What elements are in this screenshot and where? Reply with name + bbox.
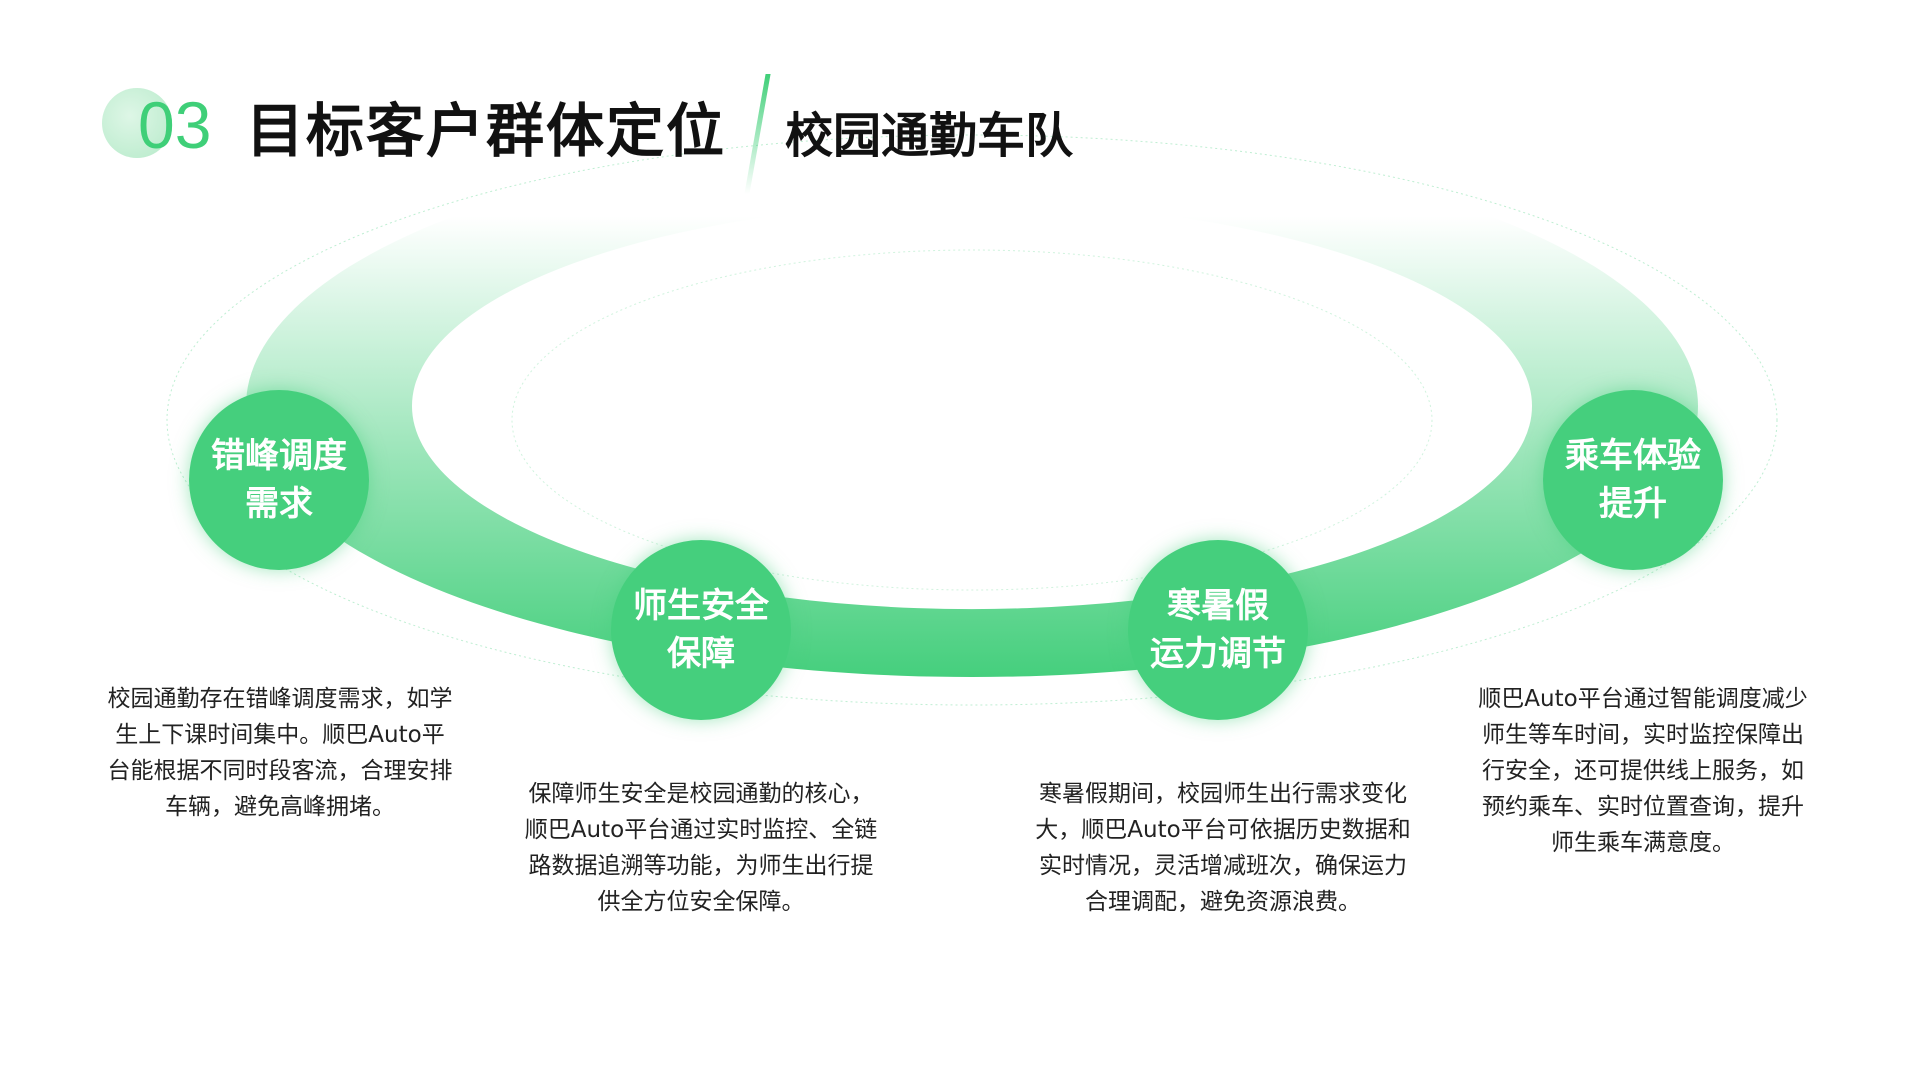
description-staggered-scheduling: 校园通勤存在错峰调度需求，如学生上下课时间集中。顺巴Auto平台能根据不同时段客… [107,686,453,820]
node-label: 需求 [245,484,313,524]
description-holiday-capacity: 寒暑假期间，校园师生出行需求变化大，顺巴Auto平台可依据历史数据和实时情况，灵… [1035,781,1411,915]
title-divider [744,74,771,194]
section-number: 03 [138,88,212,162]
ring-outline-outer [166,134,1778,706]
ring-band [246,135,1698,677]
node-label: 保障 [667,634,735,674]
page-title: 目标客户群体定位 [246,97,727,165]
ring-outline-inner [511,249,1433,591]
node-label: 乘车体验 [1565,436,1701,476]
node-label: 运力调节 [1150,634,1286,674]
decorative-circle-icon [102,88,172,158]
node-label: 错峰调度 [211,436,347,476]
node-label: 提升 [1599,484,1667,524]
node-holiday-capacity: 寒暑假 运力调节 [1128,540,1308,720]
node-staggered-scheduling: 错峰调度 需求 [189,390,369,570]
node-label: 寒暑假 [1167,586,1269,626]
description-safety: 保障师生安全是校园通勤的核心，顺巴Auto平台通过实时监控、全链路数据追溯等功能… [524,781,878,915]
node-ride-experience: 乘车体验 提升 [1543,390,1723,570]
page-subtitle: 校园通勤车队 [785,108,1074,164]
description-ride-experience: 顺巴Auto平台通过智能调度减少师生等车时间，实时监控保障出行安全，还可提供线上… [1478,686,1808,856]
node-safety: 师生安全 保障 [611,540,791,720]
node-label: 师生安全 [633,586,769,626]
